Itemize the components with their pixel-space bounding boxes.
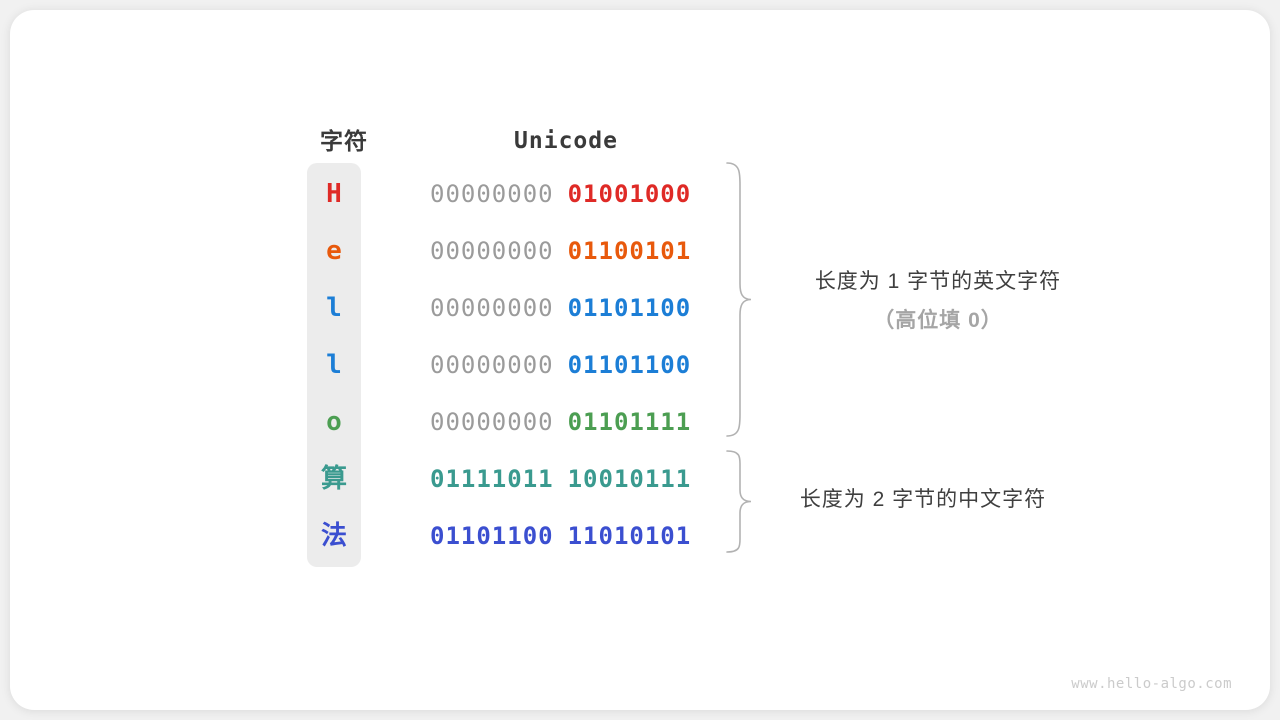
table-row: e 00000000 01100101 [307,222,691,279]
char-cell: 法 [320,520,347,551]
low-byte: 01101100 [567,350,692,379]
high-byte: 00000000 [430,407,554,436]
unicode-bits: 01111011 10010111 [430,467,691,491]
note-english-line2: （高位填 0） [873,309,1003,332]
table-row: 法 01101100 11010101 [307,507,691,564]
high-byte: 00000000 [430,293,554,322]
diagram-card: 字符 Unicode H 00000000 01001000 e 00000000… [10,10,1270,710]
char-column-background [307,163,361,567]
table-row: o 00000000 01101111 [307,393,691,450]
brace-english-group [726,162,752,437]
table-row: 算 01111011 10010111 [307,450,691,507]
column-header-char: 字符 [320,128,368,154]
char-cell: l [326,349,342,380]
low-byte: 11010101 [567,521,692,550]
high-byte: 01101100 [430,521,554,550]
char-cell: l [326,292,342,323]
note-chinese-line1: 长度为 2 字节的中文字符 [799,488,1047,511]
char-cell: 算 [320,463,347,494]
high-byte: 00000000 [430,350,554,379]
unicode-bits: 00000000 01101100 [430,353,691,377]
table-row: l 00000000 01101100 [307,279,691,336]
char-cell: H [326,178,342,209]
unicode-bits: 00000000 01101100 [430,296,691,320]
high-byte: 00000000 [430,179,554,208]
brace-chinese-group [726,450,752,553]
high-byte: 01111011 [430,464,554,493]
unicode-bits: 00000000 01100101 [430,239,691,263]
table-row: l 00000000 01101100 [307,336,691,393]
note-english-line1: 长度为 1 字节的英文字符 [814,270,1062,293]
low-byte: 10010111 [567,464,692,493]
encoding-table: H 00000000 01001000 e 00000000 01100101 l … [307,165,691,564]
site-watermark: www.hello-algo.com [1071,676,1232,692]
unicode-bits: 00000000 01101111 [430,410,691,434]
unicode-bits: 01101100 11010101 [430,524,691,548]
char-cell: e [326,235,342,266]
low-byte: 01001000 [567,179,692,208]
high-byte: 00000000 [430,236,554,265]
low-byte: 01101111 [567,407,692,436]
column-header-unicode: Unicode [514,128,618,154]
low-byte: 01101100 [567,293,692,322]
char-cell: o [326,406,342,437]
table-row: H 00000000 01001000 [307,165,691,222]
unicode-bits: 00000000 01001000 [430,182,691,206]
low-byte: 01100101 [567,236,692,265]
